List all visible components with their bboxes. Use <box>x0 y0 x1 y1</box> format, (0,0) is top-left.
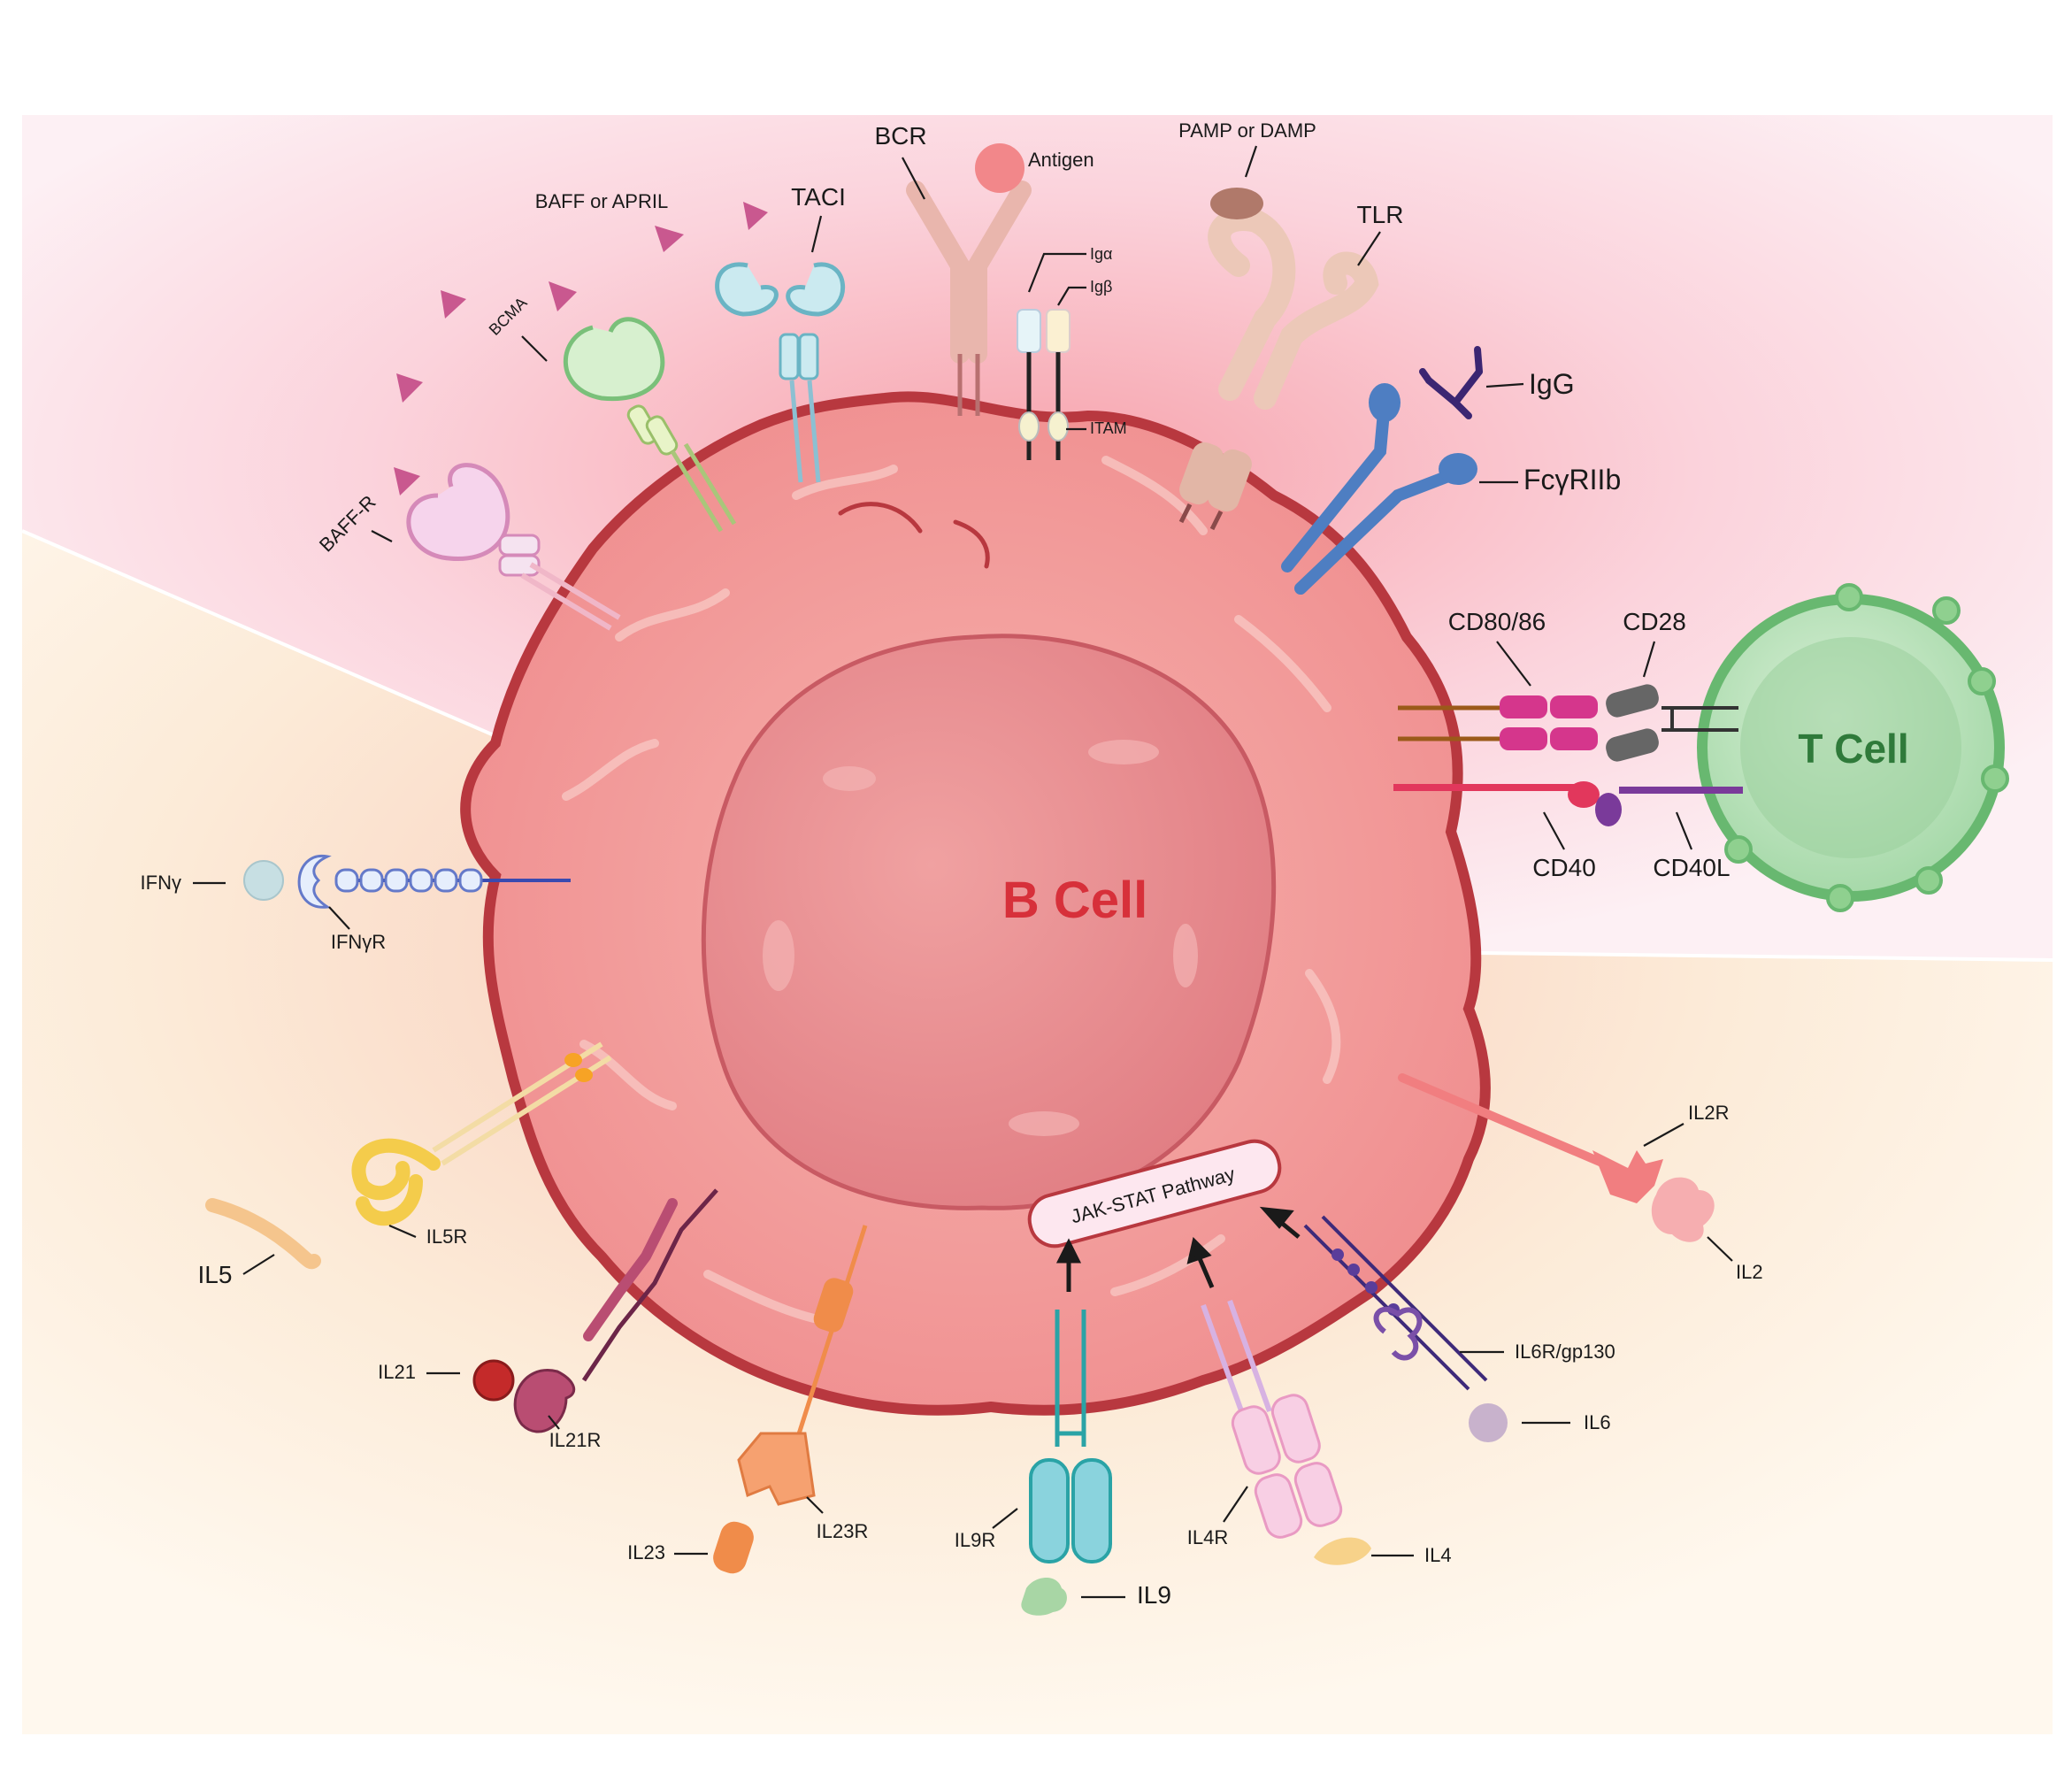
cd28-label: CD28 <box>1623 608 1686 635</box>
il2-ligand <box>1651 1177 1715 1242</box>
t-cell-nucleus <box>1740 637 1961 858</box>
il5-label: IL5 <box>198 1261 233 1288</box>
jak-stat-pathway: JAK-STAT Pathway <box>1027 1139 1282 1248</box>
t-cell-title: T Cell <box>1798 726 1908 772</box>
tlr-label: TLR <box>1357 201 1404 228</box>
igb-subunit <box>1046 309 1071 353</box>
cd80-86-receptor <box>1398 695 1598 750</box>
fcgr-receptor <box>1281 383 1477 595</box>
il6r-gp130-receptor <box>1303 1215 1488 1391</box>
il9r-label: IL9R <box>955 1529 995 1551</box>
taci-receptor <box>715 262 845 483</box>
il2r-label: IL2R <box>1688 1102 1729 1124</box>
il5r-receptor <box>351 1041 612 1226</box>
il5-ligand <box>205 1198 321 1270</box>
antigen-icon <box>975 143 1024 193</box>
baff-april-label: BAFF or APRIL <box>535 190 668 212</box>
ifngr-receptor <box>297 854 571 909</box>
cytoplasm-texture <box>562 456 1341 1323</box>
cd8086-label: CD80/86 <box>1448 608 1546 635</box>
il9-ligand <box>1021 1577 1067 1616</box>
baffr-receptor <box>406 463 621 631</box>
il5r-label: IL5R <box>426 1225 467 1248</box>
itam-motif <box>1018 411 1040 442</box>
ifng-ligand <box>243 860 284 901</box>
il21-label: IL21 <box>378 1361 416 1383</box>
baff-april-ligands <box>394 202 768 496</box>
iga-label: Igα <box>1090 245 1112 263</box>
nucleus <box>701 634 1277 1210</box>
il4-ligand <box>1314 1537 1371 1565</box>
il21r-label: IL21R <box>549 1429 602 1451</box>
il6-label: IL6 <box>1584 1411 1611 1433</box>
il6-ligand <box>1469 1403 1508 1442</box>
t-cell: T Cell <box>1697 583 2009 912</box>
itam-label: ITAM <box>1090 419 1127 437</box>
il9r-receptor <box>1029 1310 1112 1563</box>
ifngr-label: IFNγR <box>331 931 386 953</box>
iga-subunit <box>1017 309 1041 353</box>
bcr-label: BCR <box>874 122 926 150</box>
il23-label: IL23 <box>627 1541 665 1563</box>
fcgr-label: FcγRIIb <box>1523 464 1621 496</box>
il23r-receptor <box>737 1225 868 1506</box>
il4r-label: IL4R <box>1187 1526 1228 1548</box>
tlr-receptor <box>1178 208 1379 531</box>
bcma-receptor <box>563 317 737 533</box>
pamp-label: PAMP or DAMP <box>1178 119 1316 142</box>
igb-label: Igβ <box>1090 278 1112 296</box>
pathway-arrows <box>1055 1206 1301 1292</box>
il6r-label: IL6R/gp130 <box>1515 1341 1615 1363</box>
il2-label: IL2 <box>1736 1261 1763 1283</box>
cd40l-ligand <box>1595 787 1743 826</box>
bcr-receptor <box>906 181 1071 460</box>
cd40l-label: CD40L <box>1653 854 1730 881</box>
b-cell-title: B Cell <box>1002 872 1147 929</box>
il23r-label: IL23R <box>817 1520 869 1542</box>
taci-label: TACI <box>791 183 846 211</box>
il4r-receptor <box>1201 1299 1343 1539</box>
cd28-receptor <box>1606 684 1738 762</box>
cd40-receptor <box>1393 781 1600 808</box>
ifng-label: IFNγ <box>141 872 181 894</box>
cd40-label: CD40 <box>1532 854 1596 881</box>
il2r-receptor <box>1398 1073 1663 1203</box>
nucleus-texture <box>763 740 1198 1136</box>
igg-icon <box>1419 346 1483 419</box>
t-cell-projections <box>1724 583 2009 912</box>
il4-label: IL4 <box>1424 1544 1452 1566</box>
pamp-damp-icon <box>1210 188 1263 219</box>
antigen-label: Antigen <box>1028 149 1094 171</box>
il9-label: IL9 <box>1137 1581 1171 1609</box>
b-cell: B Cell <box>460 391 1491 1416</box>
il23-ligand <box>713 1521 754 1574</box>
il21-ligand <box>472 1359 515 1402</box>
il21r-receptor <box>513 1188 718 1433</box>
membrane-fold <box>838 502 990 569</box>
igg-label: IgG <box>1529 368 1575 400</box>
